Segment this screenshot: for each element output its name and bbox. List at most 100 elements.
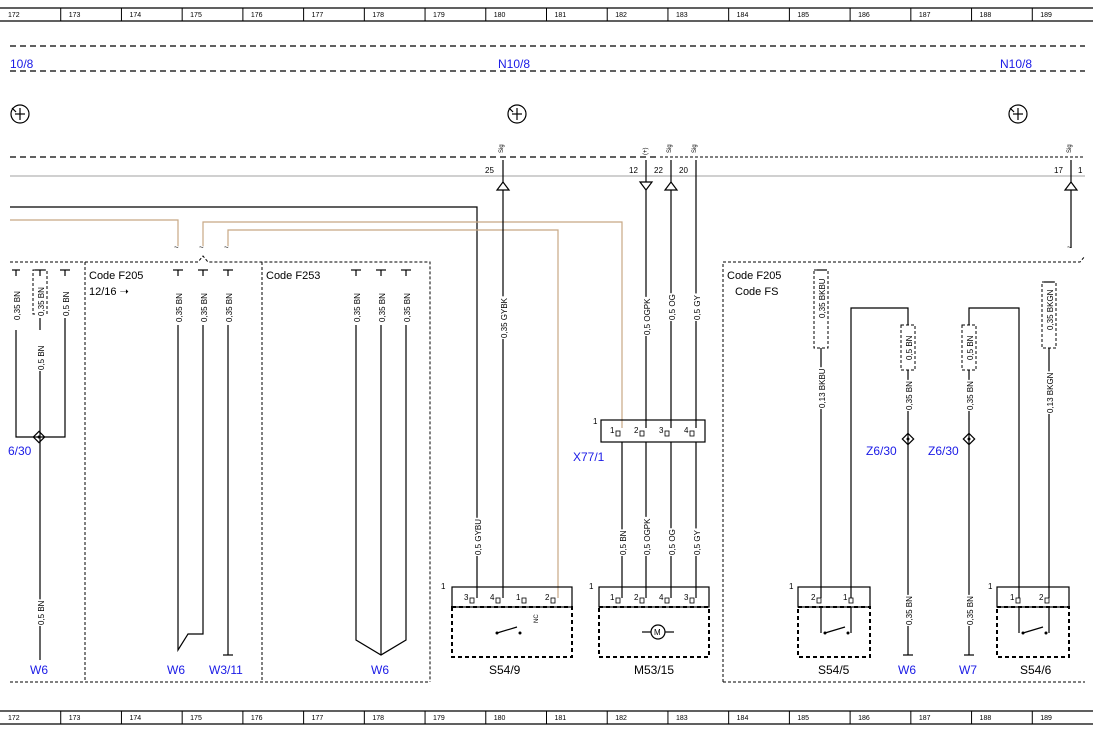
pin-1: 1 [1078, 166, 1083, 175]
wire-label-bg [905, 379, 914, 411]
connector-pin: 4 [490, 593, 495, 602]
pin-type-plus: (+) [643, 147, 649, 155]
svg-text:M: M [654, 628, 661, 637]
wire-s546-1 [968, 307, 1020, 598]
wire-label: 0,5 OGPK [643, 298, 652, 335]
component-label-s54-9: S54/9 [489, 663, 521, 677]
wire-tan-c [227, 229, 559, 598]
wire-label: 0,35 BN [378, 293, 387, 322]
ref-n10-8-right[interactable]: N10/8 [1000, 57, 1032, 71]
tilde-icon: ~ [224, 243, 229, 252]
pin-17: 17 [1054, 166, 1063, 175]
wire-label: 0,35 BN [13, 291, 22, 320]
pin-25: 25 [485, 166, 494, 175]
wire-label: 0,35 BN [225, 293, 234, 322]
ref-w6[interactable]: W6 [167, 663, 185, 677]
ruler-label: 174 [129, 715, 141, 722]
pin-type-sig: Sig [692, 144, 698, 153]
ref-w7[interactable]: W7 [959, 663, 977, 677]
wire-label-bg [643, 296, 652, 336]
wire-label: 0,5 OG [668, 294, 677, 320]
wire-label-bg [693, 293, 702, 321]
code-f253: Code F253 [266, 270, 320, 282]
ruler-label: 189 [1040, 12, 1052, 19]
ruler-label: 175 [190, 12, 202, 19]
s54-5-pin-one: 1 [789, 582, 794, 591]
pin-type-sig: Sig [667, 144, 673, 153]
ruler-label: 178 [372, 715, 384, 722]
connector-pin: 2 [634, 593, 639, 602]
wire-label-bg [13, 289, 22, 321]
connector-x77-1[interactable] [600, 419, 706, 443]
ruler-label: 182 [615, 12, 627, 19]
transistor-icon [1008, 104, 1028, 124]
pin-socket-icon [848, 597, 854, 604]
connector-pin: 3 [659, 426, 664, 435]
ref-x77-1[interactable]: X77/1 [573, 450, 605, 464]
s54-6-pin-one: 1 [988, 582, 993, 591]
component-s54-6[interactable] [996, 606, 1070, 658]
wire-label: 0,5 OGPK [643, 518, 652, 555]
wire-f205-a [177, 325, 204, 653]
connector-pin: 1 [610, 593, 615, 602]
ground-symbol-icon [173, 269, 233, 276]
nc-label: NC [534, 614, 540, 623]
ruler-label: 184 [737, 715, 749, 722]
connector-pin: 1 [1010, 593, 1015, 602]
wire-label: 0,13 BKGN [1046, 372, 1055, 413]
connector-pin: 3 [464, 593, 469, 602]
component-s54-9[interactable] [451, 606, 573, 658]
wire-label-bg [37, 599, 46, 626]
ruler-label: 176 [251, 715, 263, 722]
wire-label-bg [668, 528, 677, 556]
component-label-m53-15: M53/15 [634, 663, 674, 677]
wire-label-bg [818, 277, 827, 319]
connector-pin: 4 [659, 593, 664, 602]
ref-6-30[interactable]: 6/30 [8, 444, 32, 458]
wire-label-bg [175, 291, 184, 323]
m53-15-pin-one: 1 [589, 582, 594, 591]
ref-w3-11[interactable]: W3/11 [209, 663, 243, 677]
pin-socket-icon [664, 597, 670, 604]
component-label-s54-5: S54/5 [818, 663, 850, 677]
connector-pin: 2 [634, 426, 639, 435]
ref-z6-30[interactable]: Z6/30 [928, 444, 959, 458]
ref-w6[interactable]: W6 [30, 663, 48, 677]
transistor-icon [507, 104, 527, 124]
ref-w6[interactable]: W6 [371, 663, 389, 677]
pin-socket-icon [1015, 597, 1021, 604]
wire-label-bg [37, 344, 46, 371]
ref-n10-8-mid[interactable]: N10/8 [498, 57, 530, 71]
ref-w6[interactable]: W6 [898, 663, 916, 677]
switch-icon [820, 607, 852, 635]
ruler-label: 179 [433, 12, 445, 19]
ref-z6-30[interactable]: Z6/30 [866, 444, 897, 458]
wire-label-bg [200, 291, 209, 323]
wire-label: 0,35 BN [200, 293, 209, 322]
ruler-label: 185 [797, 12, 809, 19]
pin-socket-icon [689, 597, 695, 604]
ruler-label: 177 [312, 715, 324, 722]
pin-socket-icon [639, 430, 645, 437]
ruler-label: 183 [676, 715, 688, 722]
component-m53-15[interactable] [598, 606, 710, 658]
wire-label: 0,5 BN [37, 345, 46, 370]
wire-label-bg [37, 285, 46, 317]
wire-label-bg [818, 367, 827, 409]
ref-10-8[interactable]: 10/8 [10, 57, 34, 71]
wire-label-bg [966, 379, 975, 411]
code-fs: Code FS [735, 286, 778, 298]
wire-label-bg [619, 529, 628, 556]
ruler-label: 178 [372, 12, 384, 19]
wire-label: 0,35 BN [905, 596, 914, 625]
wire-label: 0,35 BN [353, 293, 362, 322]
pin-12: 12 [629, 166, 638, 175]
m53-15-connector [598, 586, 710, 608]
ruler-label: 189 [1040, 715, 1052, 722]
pin-arrow-icon [495, 160, 511, 191]
ruler-label: 173 [69, 715, 81, 722]
ruler-label: 172 [8, 12, 20, 19]
wire-label: 0,5 GYBU [474, 519, 483, 555]
component-s54-5[interactable] [797, 606, 871, 658]
wire-label-bg [905, 594, 914, 626]
